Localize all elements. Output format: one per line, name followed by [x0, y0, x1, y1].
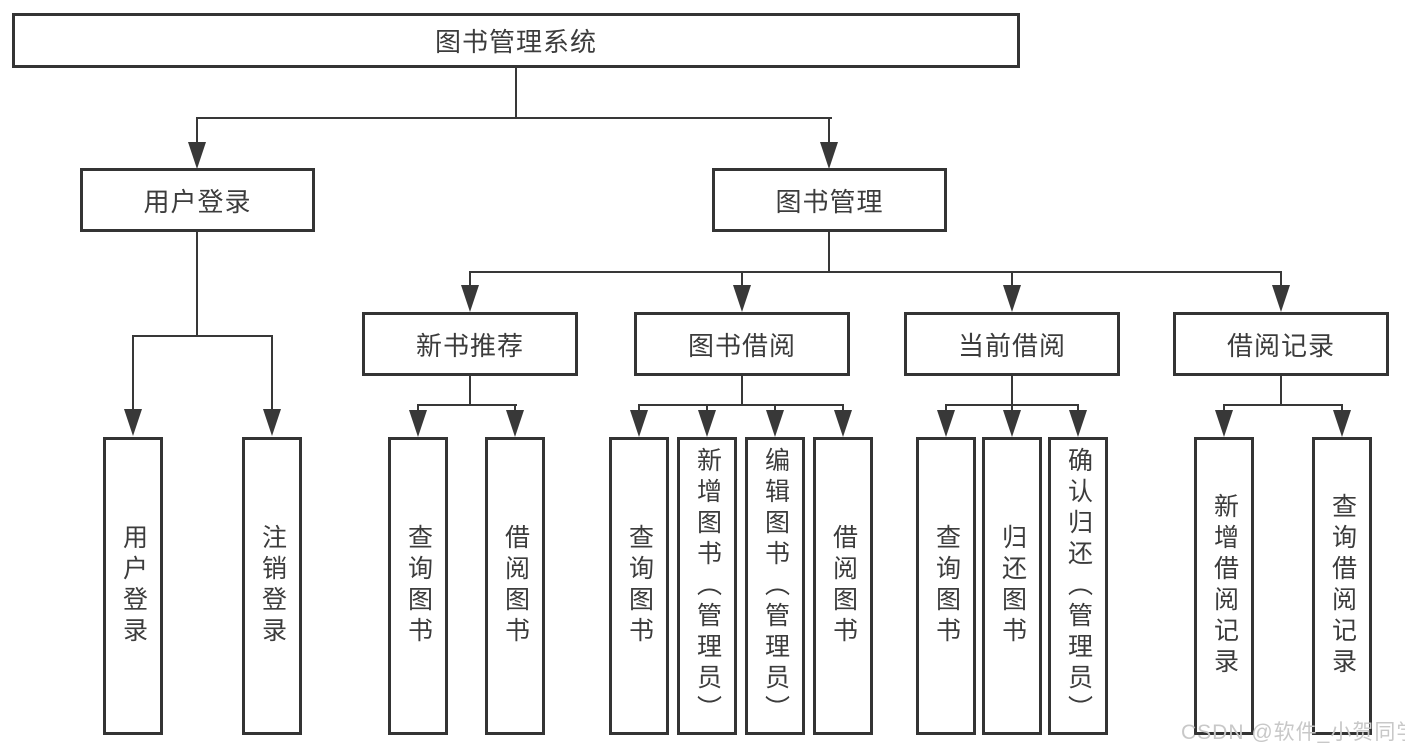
- connector-line: [1223, 404, 1343, 406]
- node-book-management-label: 图书管理: [775, 186, 884, 217]
- leaf-label: 归还图书: [998, 524, 1027, 648]
- leaf-label: 编辑图书（管理员）: [761, 446, 790, 726]
- connector-line: [271, 335, 273, 410]
- leaf-label: 查询图书: [404, 524, 433, 648]
- connector-line: [1011, 376, 1013, 406]
- connector-line: [1077, 404, 1079, 412]
- node-leaf-records-add-record: 新增借阅记录: [1194, 437, 1254, 735]
- connector-line: [638, 404, 844, 406]
- leaf-label: 确认归还（管理员）: [1064, 446, 1093, 726]
- node-current-borrowing: 当前借阅: [904, 312, 1120, 376]
- node-leaf-current-confirm-return-admin: 确认归还（管理员）: [1048, 437, 1108, 735]
- leaf-label: 查询图书: [932, 524, 961, 648]
- leaf-label: 查询图书: [625, 524, 654, 648]
- leaf-label: 借阅图书: [829, 524, 858, 648]
- arrow-down-icon: [766, 410, 784, 437]
- connector-line: [417, 404, 419, 412]
- node-leaf-logout-login: 注销登录: [242, 437, 302, 735]
- arrow-down-icon: [1003, 285, 1021, 312]
- node-user-login-label: 用户登录: [143, 186, 252, 217]
- connector-line: [774, 404, 776, 412]
- node-root: 图书管理系统: [12, 13, 1020, 68]
- connector-line: [828, 117, 830, 144]
- connector-line: [1280, 271, 1282, 287]
- leaf-label: 注销登录: [258, 524, 287, 648]
- connector-line: [196, 117, 198, 144]
- arrow-down-icon: [409, 410, 427, 437]
- arrow-down-icon: [506, 410, 524, 437]
- node-leaf-borrowing-borrow-books: 借阅图书: [813, 437, 873, 735]
- connector-line: [469, 376, 471, 406]
- node-leaf-recommend-borrow-books: 借阅图书: [485, 437, 545, 735]
- arrow-down-icon: [1333, 410, 1351, 437]
- connector-line: [196, 117, 832, 119]
- connector-line: [1011, 271, 1013, 287]
- connector-line: [1011, 404, 1013, 412]
- leaf-label: 用户登录: [119, 524, 148, 648]
- connector-line: [945, 404, 947, 412]
- connector-line: [741, 376, 743, 406]
- node-leaf-recommend-query-books: 查询图书: [388, 437, 448, 735]
- node-current-borrowing-label: 当前借阅: [957, 330, 1066, 361]
- connector-line: [515, 68, 517, 119]
- node-user-login: 用户登录: [80, 168, 315, 232]
- connector-line: [1341, 404, 1343, 412]
- arrow-down-icon: [1272, 285, 1290, 312]
- node-leaf-current-return-books: 归还图书: [982, 437, 1042, 735]
- node-leaf-user-login: 用户登录: [103, 437, 163, 735]
- connector-line: [469, 271, 471, 287]
- node-leaf-borrowing-add-books-admin: 新增图书（管理员）: [677, 437, 737, 735]
- connector-line: [1280, 376, 1282, 406]
- connector-line: [514, 404, 516, 412]
- csdn-watermark: CSDN @软件_小贺同学: [1181, 721, 1405, 744]
- arrow-down-icon: [124, 409, 142, 436]
- arrow-down-icon: [630, 410, 648, 437]
- connector-line: [638, 404, 640, 412]
- arrow-down-icon: [698, 410, 716, 437]
- leaf-label: 借阅图书: [501, 524, 530, 648]
- arrow-down-icon: [820, 142, 838, 169]
- arrow-down-icon: [834, 410, 852, 437]
- connector-line: [828, 232, 830, 273]
- node-book-management: 图书管理: [712, 168, 947, 232]
- leaf-label: 查询借阅记录: [1328, 493, 1357, 679]
- arrow-down-icon: [263, 409, 281, 436]
- connector-line: [417, 404, 517, 406]
- leaf-label: 新增图书（管理员）: [693, 446, 722, 726]
- connector-line: [741, 271, 743, 287]
- arrow-down-icon: [461, 285, 479, 312]
- leaf-label: 新增借阅记录: [1210, 493, 1239, 679]
- arrow-down-icon: [188, 142, 206, 169]
- connector-line: [196, 232, 198, 337]
- arrow-down-icon: [1003, 410, 1021, 437]
- arrow-down-icon: [733, 285, 751, 312]
- connector-line: [842, 404, 844, 412]
- node-leaf-borrowing-query-books: 查询图书: [609, 437, 669, 735]
- connector-line: [469, 271, 1282, 273]
- arrow-down-icon: [1069, 410, 1087, 437]
- node-leaf-records-query-record: 查询借阅记录: [1312, 437, 1372, 735]
- node-book-borrowing-label: 图书借阅: [687, 330, 796, 361]
- node-book-borrowing: 图书借阅: [634, 312, 850, 376]
- arrow-down-icon: [1215, 410, 1233, 437]
- node-borrowing-records-label: 借阅记录: [1226, 330, 1335, 361]
- connector-line: [132, 335, 134, 410]
- node-borrowing-records: 借阅记录: [1173, 312, 1389, 376]
- node-leaf-borrowing-edit-books-admin: 编辑图书（管理员）: [745, 437, 805, 735]
- connector-line: [132, 335, 273, 337]
- connector-line: [706, 404, 708, 412]
- node-root-label: 图书管理系统: [434, 27, 597, 57]
- node-leaf-current-query-books: 查询图书: [916, 437, 976, 735]
- connector-line: [1223, 404, 1225, 412]
- node-new-book-recommend-label: 新书推荐: [415, 330, 524, 361]
- node-new-book-recommend: 新书推荐: [362, 312, 578, 376]
- arrow-down-icon: [937, 410, 955, 437]
